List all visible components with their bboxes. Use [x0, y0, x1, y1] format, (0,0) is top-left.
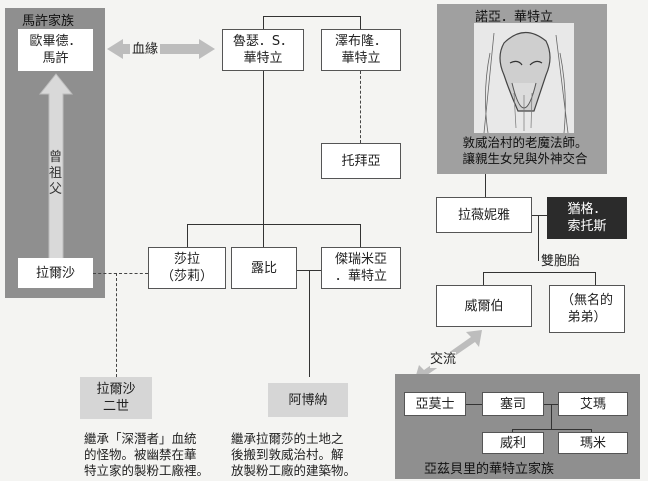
ruth-whateley-box: 魯瑟．S． 華特立	[222, 29, 304, 71]
azbury-title: 亞茲貝里的華特立家族	[424, 462, 555, 477]
mamie-box: 瑪米	[558, 432, 628, 454]
larsa-ii-note: 繼承「深潛者」血統 的怪物。被幽禁在華 特立家的製粉工廠裡。	[84, 431, 210, 478]
tobias-box: 托拜亞	[321, 143, 401, 179]
yog-sothoth-box: 猶格． 索托斯	[547, 197, 627, 239]
great-grandfather-label: 曾 祖 父	[49, 150, 63, 197]
marsh-family-title: 馬許家族	[22, 14, 75, 29]
up-arrow-icon	[38, 73, 74, 260]
noah-title: 諾亞．華特立	[475, 10, 554, 25]
abner-note: 繼承拉爾莎的土地之 後搬到敦威治村。解 放製粉工廠的建築物。	[231, 431, 357, 478]
noah-caption: 敦威治村的老魔法師。 讓親生女兒與外神交合	[462, 135, 588, 166]
sarah-box: 莎拉 （莎莉）	[148, 247, 226, 289]
amos-box: 亞莫士	[404, 392, 466, 416]
double-arrow-icon	[107, 39, 215, 59]
obed-marsh-box: 歐畢德． 馬許	[18, 29, 93, 71]
larsa-box: 拉爾沙	[18, 258, 93, 288]
jeremiah-whateley-box: 傑瑞米亞 ．華特立	[321, 247, 401, 289]
seth-box: 塞司	[482, 392, 544, 416]
wilbur-box: 威爾伯	[436, 285, 532, 327]
ruby-box: 露比	[231, 247, 297, 289]
azbury-whateley-panel	[395, 374, 640, 479]
abner-box: 阿博納	[268, 383, 348, 417]
noah-portrait-image	[474, 23, 574, 133]
nameless-brother-box: （無名的 弟弟）	[549, 285, 625, 333]
twins-label: 雙胞胎	[541, 254, 581, 270]
lavinia-box: 拉薇妮雅	[436, 197, 532, 233]
zebulon-whateley-box: 澤布隆． 華特立	[321, 29, 401, 71]
emma-box: 艾瑪	[558, 392, 628, 416]
willy-box: 威利	[482, 432, 544, 454]
exchange-label: 交流	[430, 352, 457, 368]
blood-label: 血緣	[130, 42, 161, 58]
larsa-ii-box: 拉爾沙 二世	[80, 377, 152, 419]
